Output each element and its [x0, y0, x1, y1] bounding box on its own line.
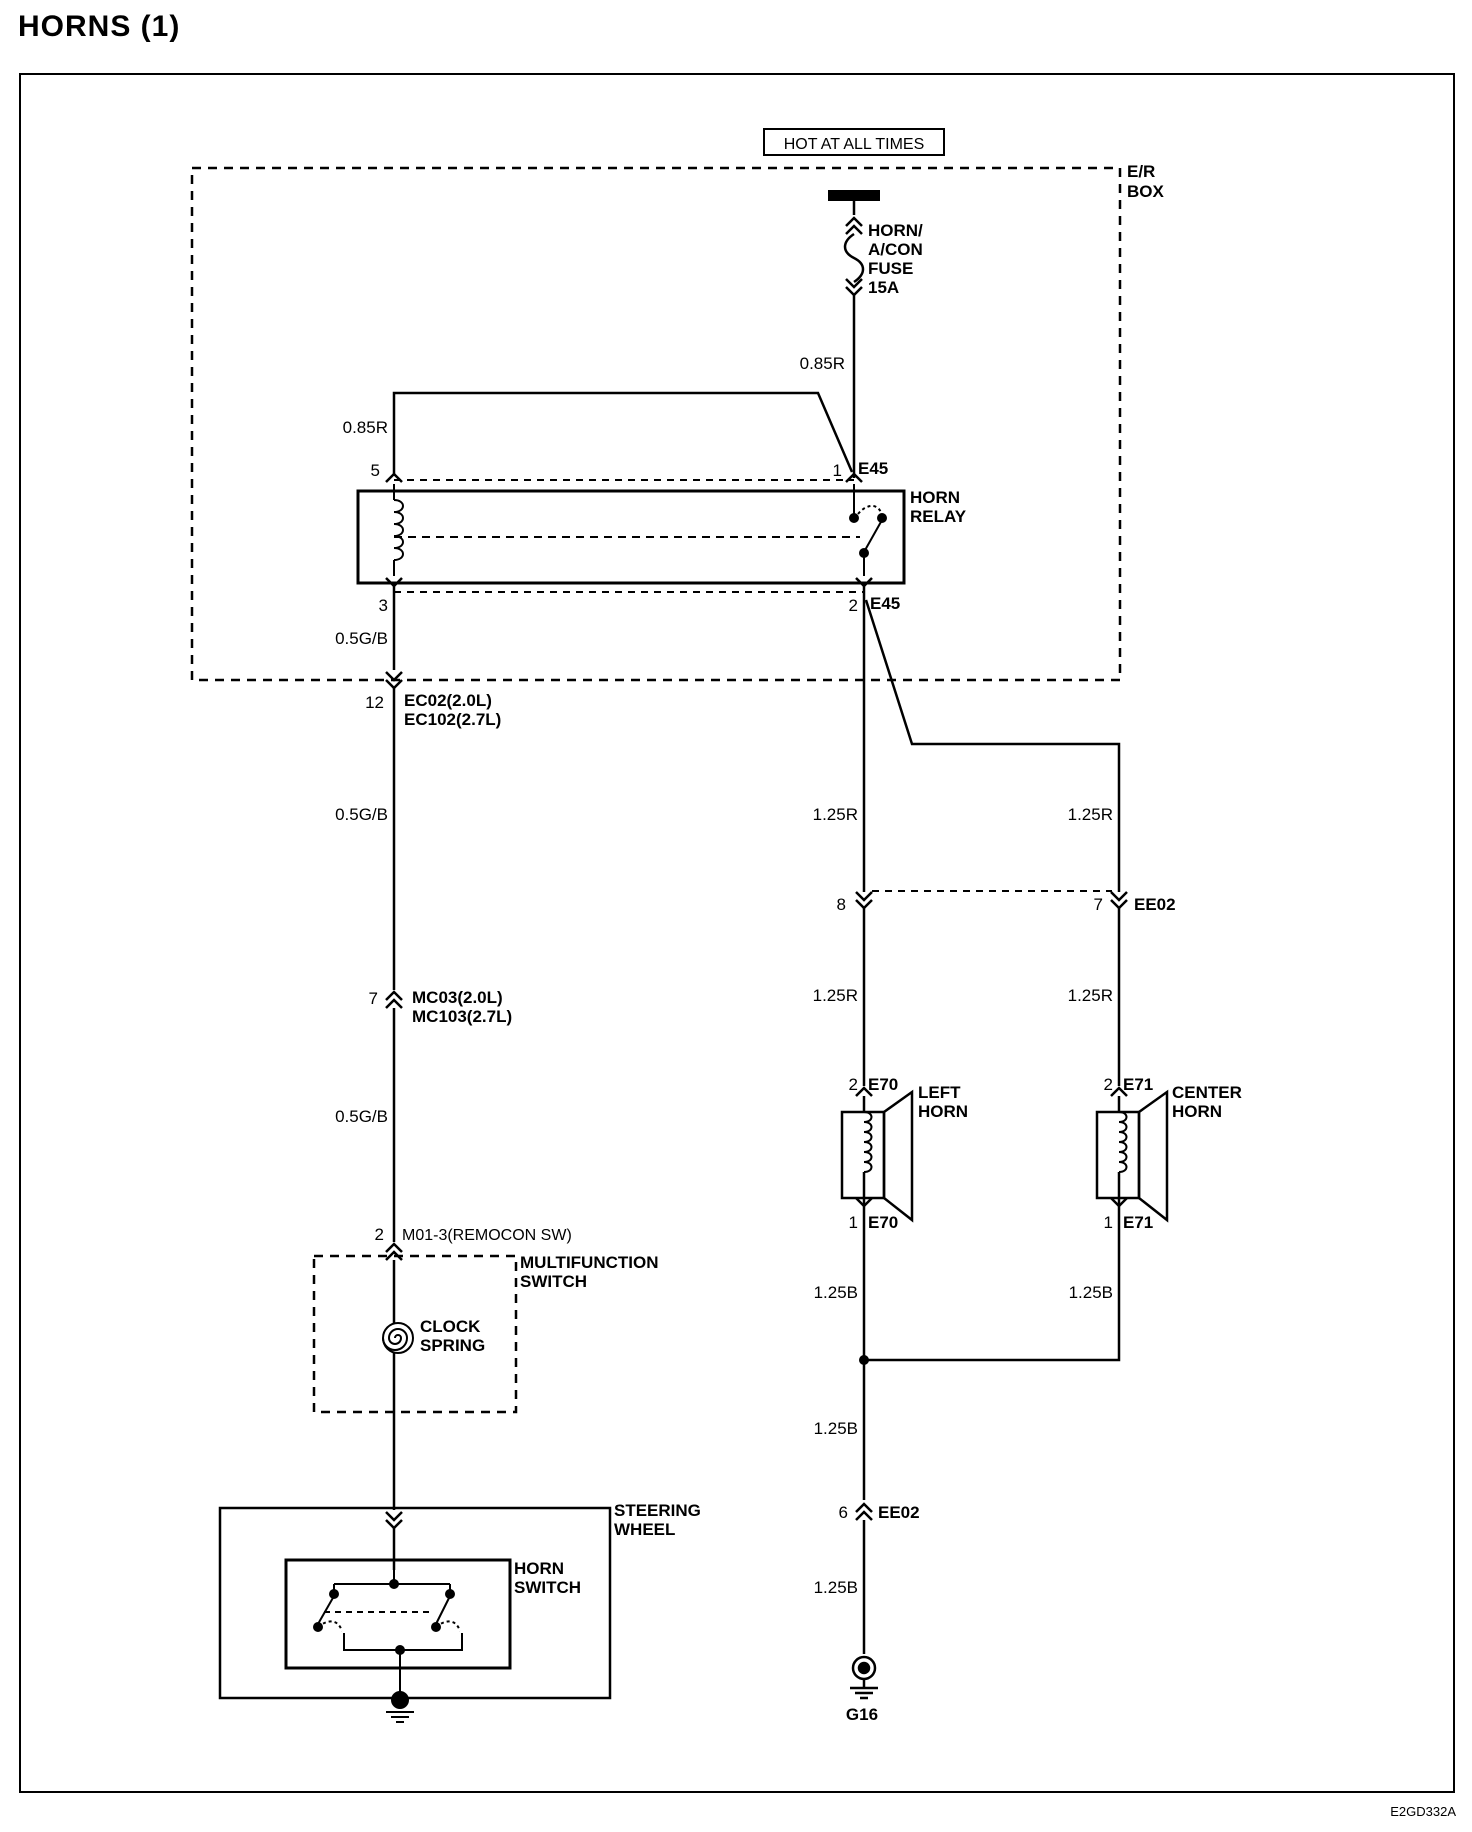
- clock-spring-label-1: CLOCK: [420, 1317, 481, 1336]
- multifunction-connector: M01-3(REMOCON SW): [402, 1227, 572, 1244]
- left-horn-feed-wire: [855, 586, 873, 1086]
- figure-code: E2GD332A: [1390, 1804, 1456, 1819]
- relay-pin-3: 3: [379, 596, 388, 615]
- horn-switch-box: [284, 1558, 512, 1670]
- wire-label-left-horn-feed-upper: 1.25R: [813, 805, 858, 824]
- diagram-frame: [19, 73, 1455, 1793]
- ec-connector-label-2: EC102(2.7L): [404, 710, 501, 729]
- left-horn-conn-top: E70: [868, 1075, 898, 1094]
- relay-pin-2: 2: [849, 596, 858, 615]
- ee02-bottom-name: EE02: [878, 1503, 920, 1522]
- wire-label-relay-coil-feed: 0.85R: [343, 418, 388, 437]
- switch-signal-wire: [385, 586, 403, 1570]
- wire-label-fuse-out: 0.85R: [800, 354, 845, 373]
- relay-coil-feed-wire: [392, 391, 854, 476]
- wire-label-ground-upper: 1.25B: [814, 1419, 858, 1438]
- wire-label-ground-lower: 1.25B: [814, 1578, 858, 1597]
- wire-label-relay-coil-out: 0.5G/B: [335, 629, 388, 648]
- horn-switch-label-2: SWITCH: [514, 1578, 581, 1597]
- clock-spring-label-2: SPRING: [420, 1336, 485, 1355]
- center-horn-icon: [1095, 1086, 1169, 1223]
- wire-label-switch-feed-upper: 0.5G/B: [335, 805, 388, 824]
- clock-spring-icon: [382, 1322, 414, 1354]
- page-title: HORNS (1): [18, 10, 181, 43]
- center-horn-label-2: HORN: [1172, 1102, 1222, 1121]
- wire-label-left-horn-ground: 1.25B: [814, 1283, 858, 1302]
- left-horn-conn-bottom: E70: [868, 1213, 898, 1232]
- wire-label-center-horn-feed-upper: 1.25R: [1068, 805, 1113, 824]
- relay-bottom-terminals: [385, 577, 873, 593]
- fuse-label-3: FUSE: [868, 259, 913, 278]
- ee02-bottom-pin: 6: [839, 1503, 848, 1522]
- center-horn-pin-bottom: 1: [1104, 1213, 1113, 1232]
- center-horn-feed-wire: [864, 599, 1128, 1086]
- relay-pin-1: 1: [833, 461, 842, 480]
- relay-coil: [393, 484, 860, 576]
- mc-connector-pin: 7: [369, 989, 378, 1008]
- fuse-label-1: HORN/: [868, 221, 923, 240]
- supply-bus-bar: [828, 190, 880, 201]
- relay-label-1: HORN: [910, 488, 960, 507]
- ec-connector-pin: 12: [365, 693, 384, 712]
- horn-switch-contacts: [313, 1570, 463, 1700]
- er-box-outline: [190, 166, 1122, 682]
- left-horn-pin-bottom: 1: [849, 1213, 858, 1232]
- ee02-top-name: EE02: [1134, 895, 1176, 914]
- relay-label-2: RELAY: [910, 507, 967, 526]
- supply-label: HOT AT ALL TIMES: [784, 136, 925, 153]
- wire-label-left-horn-feed-lower: 1.25R: [813, 986, 858, 1005]
- center-horn-conn-top: E71: [1123, 1075, 1153, 1094]
- relay-top-terminals: [385, 472, 863, 483]
- left-horn-pin-top: 2: [849, 1075, 858, 1094]
- ee02-top-pin-left: 8: [837, 895, 846, 914]
- fuse-label-4: 15A: [868, 278, 899, 297]
- multifunction-label-1: MULTIFUNCTION: [520, 1253, 659, 1272]
- center-horn-conn-bottom: E71: [1123, 1213, 1153, 1232]
- wire-label-switch-feed-lower: 0.5G/B: [335, 1107, 388, 1126]
- horn-switch-label-1: HORN: [514, 1559, 564, 1578]
- left-horn-icon: [840, 1086, 914, 1223]
- center-horn-label-1: CENTER: [1172, 1083, 1242, 1102]
- fuse-label-2: A/CON: [868, 240, 923, 259]
- er-box-label-2: BOX: [1127, 182, 1165, 201]
- horn-relay-box: [356, 489, 906, 585]
- steering-wheel-label-2: WHEEL: [614, 1520, 675, 1539]
- multifunction-pin: 2: [375, 1225, 384, 1244]
- mc-connector-label-1: MC03(2.0L): [412, 988, 503, 1007]
- steering-wheel-box: [218, 1506, 612, 1700]
- relay-connector-top: E45: [858, 459, 888, 478]
- supply-label-box: [763, 128, 945, 156]
- relay-pin-5: 5: [371, 461, 380, 480]
- left-horn-label-2: HORN: [918, 1102, 968, 1121]
- mc-connector-label-2: MC103(2.7L): [412, 1007, 512, 1026]
- multifunction-switch-box: [312, 1254, 518, 1414]
- relay-contact: [849, 484, 887, 576]
- horn-fuse: [843, 201, 865, 478]
- left-horn-label-1: LEFT: [918, 1083, 961, 1102]
- multifunction-label-2: SWITCH: [520, 1272, 587, 1291]
- steering-ground-icon: [386, 1691, 414, 1723]
- ec-connector-label-1: EC02(2.0L): [404, 691, 492, 710]
- wire-label-center-horn-ground: 1.25B: [1069, 1283, 1113, 1302]
- steering-wheel-label-1: STEERING: [614, 1501, 701, 1520]
- ground-name: G16: [846, 1705, 878, 1724]
- wire-label-center-horn-feed-lower: 1.25R: [1068, 986, 1113, 1005]
- horn-ground-wire: [855, 1206, 1121, 1654]
- center-horn-pin-top: 2: [1104, 1075, 1113, 1094]
- ee02-top-pin-right: 7: [1094, 895, 1103, 914]
- ground-splice: [859, 1355, 869, 1365]
- g16-ground-icon: [850, 1655, 878, 1700]
- relay-connector-bottom: E45: [870, 594, 900, 613]
- er-box-label-1: E/R: [1127, 162, 1155, 181]
